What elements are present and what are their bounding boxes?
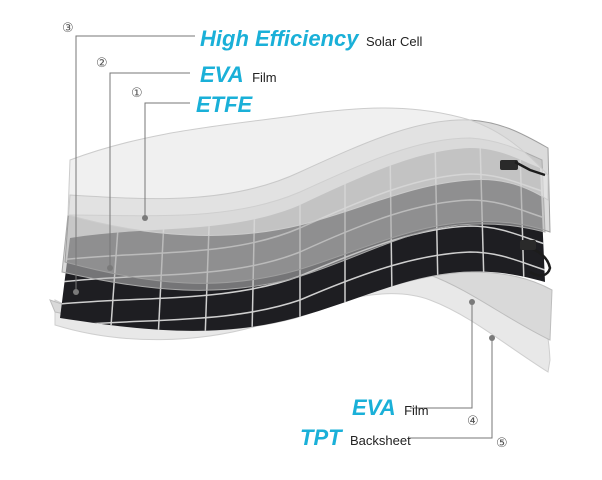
label-eva-film-upper: EVA Film xyxy=(200,62,277,87)
callout-dot-4 xyxy=(469,299,475,305)
callout-number-4: ④ xyxy=(467,414,479,429)
callout-number-5: ⑤ xyxy=(496,436,508,451)
callout-number-2: ② xyxy=(96,56,108,71)
callout-dot-1 xyxy=(142,215,148,221)
callout-dot-3 xyxy=(73,289,79,295)
callout-dot-2 xyxy=(107,265,113,271)
label-eva-film-lower: EVA Film xyxy=(352,395,429,420)
leader-lines xyxy=(73,35,495,439)
label-high-efficiency-solar-cell: High Efficiency Solar Cell xyxy=(200,26,422,51)
label-etfe: ETFE xyxy=(196,92,254,117)
callout-number-1: ① xyxy=(131,86,143,101)
outer-top-sheet xyxy=(67,107,549,236)
label-tpt-backsheet: TPT Backsheet xyxy=(300,425,411,450)
junction-box-icon xyxy=(500,160,552,277)
callout-number-3: ③ xyxy=(62,21,74,36)
callout-dot-5 xyxy=(489,335,495,341)
